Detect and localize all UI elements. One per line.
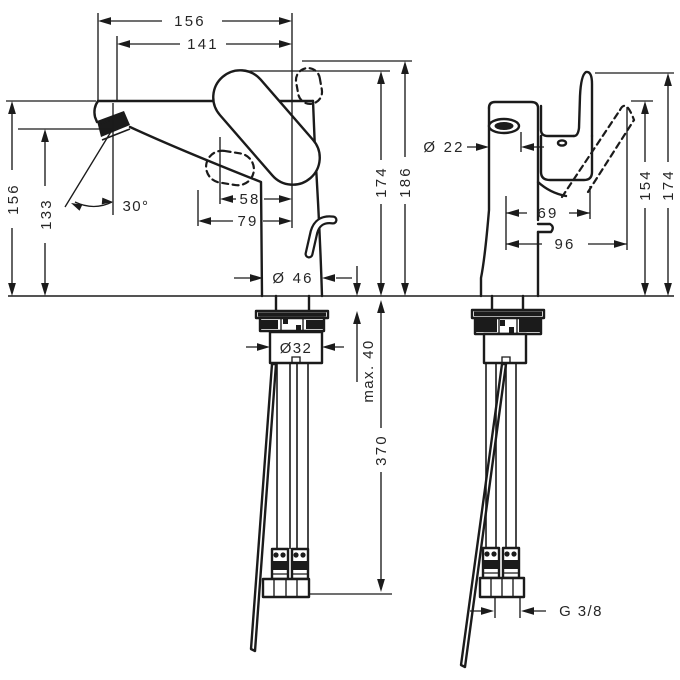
dim-height-total: 186 xyxy=(397,166,414,198)
dim-base-diameter: Ø 46 xyxy=(272,270,313,287)
dim-spray-angle: 30° xyxy=(123,198,150,215)
dim-spout-reach-total: 156 xyxy=(174,13,206,30)
dim-offset-79: 79 xyxy=(237,213,258,230)
dim-height-left: 156 xyxy=(5,183,22,215)
dim-spout-height: 133 xyxy=(38,198,55,230)
dimension-lines xyxy=(6,13,674,618)
dim-connection-thread: G 3/8 xyxy=(559,603,603,620)
dim-offset-69: 69 xyxy=(537,205,558,222)
right-view-figure xyxy=(459,70,636,669)
dim-spout-reach: 141 xyxy=(187,36,219,53)
dim-shank-diameter: Ø32 xyxy=(280,340,313,357)
dim-hose-length: 370 xyxy=(373,434,390,466)
dim-max-mounting: max. 40 xyxy=(360,339,377,402)
dimension-labels: 156 141 156 133 30° 58 79 Ø 46 174 186 m… xyxy=(5,13,677,620)
dim-height-174-right: 174 xyxy=(660,169,677,201)
dimension-arrowheads xyxy=(8,17,672,615)
dim-offset-58: 58 xyxy=(239,191,260,208)
dim-offset-96: 96 xyxy=(554,236,575,253)
dim-aerator-diameter: Ø 22 xyxy=(423,139,464,156)
left-view-figure xyxy=(93,66,338,653)
dim-height-154: 154 xyxy=(637,169,654,201)
dim-height-handle-top: 174 xyxy=(373,166,390,198)
